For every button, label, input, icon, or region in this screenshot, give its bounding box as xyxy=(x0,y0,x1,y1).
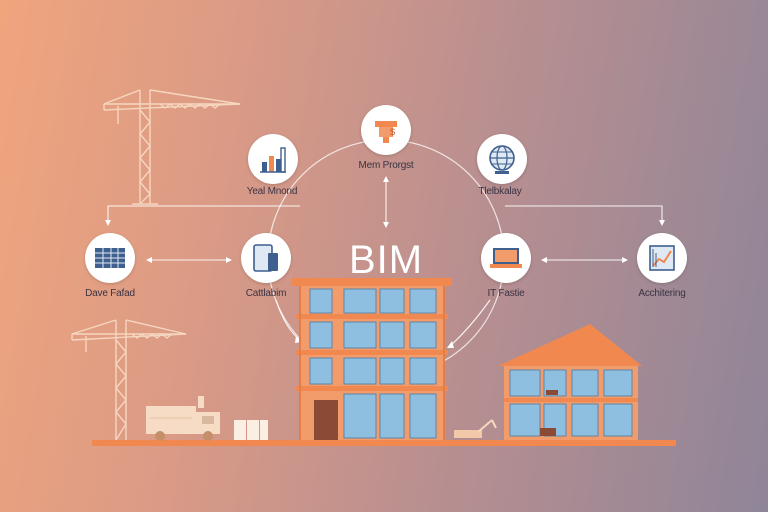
arrow-right-2-icon xyxy=(622,257,628,263)
arrow-left-2-icon xyxy=(541,257,547,263)
arrow-curve-right-icon xyxy=(447,341,454,348)
node-mid-left[interactable] xyxy=(85,233,135,283)
spreadsheet-icon xyxy=(95,248,125,268)
tablet-icon xyxy=(253,244,278,272)
node-top-center-label: Mem Prorgst xyxy=(358,160,414,171)
excavator-icon xyxy=(454,419,497,438)
ground-line xyxy=(92,440,676,446)
node-top-right[interactable] xyxy=(477,134,527,184)
truck-icon xyxy=(146,396,220,441)
arrow-right-icon xyxy=(226,257,232,263)
arrow-down-right-icon xyxy=(659,220,665,226)
node-center-left-label: Cattlabim xyxy=(245,288,287,299)
arrow-down-left-icon xyxy=(105,220,111,226)
node-top-left[interactable] xyxy=(248,134,298,184)
node-top-left-label: Yeal Mnond xyxy=(246,186,298,197)
node-center-right[interactable] xyxy=(481,233,531,283)
arrow-left-icon xyxy=(146,257,152,263)
node-center-right-label: IT Fastie xyxy=(487,288,525,299)
crane-top-left xyxy=(103,89,241,205)
node-top-right-label: Tlelbkalay xyxy=(478,186,522,197)
node-mid-right[interactable] xyxy=(637,233,687,283)
boxes-icon xyxy=(234,420,268,440)
node-top-center[interactable]: $ xyxy=(361,105,411,155)
bim-title: BIM xyxy=(348,238,424,282)
connector-top-left xyxy=(107,205,300,222)
connector-curve-right xyxy=(449,299,491,347)
svg-text:$: $ xyxy=(390,127,395,137)
arrow-down-icon xyxy=(383,222,389,228)
globe-icon xyxy=(489,145,515,174)
stamp-hat-icon: $ xyxy=(375,121,397,143)
connector-top-right xyxy=(505,205,663,222)
connector-lines xyxy=(107,178,663,347)
arrow-up-icon xyxy=(383,176,389,182)
chart-board-icon xyxy=(649,245,675,271)
main-building xyxy=(292,278,452,440)
laptop-icon xyxy=(490,248,522,268)
node-mid-right-label: Acchitering xyxy=(638,288,686,299)
bar-chart-icon xyxy=(260,147,286,173)
node-mid-left-label: Dave Fafad xyxy=(85,288,135,299)
house xyxy=(498,324,642,440)
node-center-left[interactable] xyxy=(241,233,291,283)
crane-bottom-left xyxy=(71,319,187,441)
